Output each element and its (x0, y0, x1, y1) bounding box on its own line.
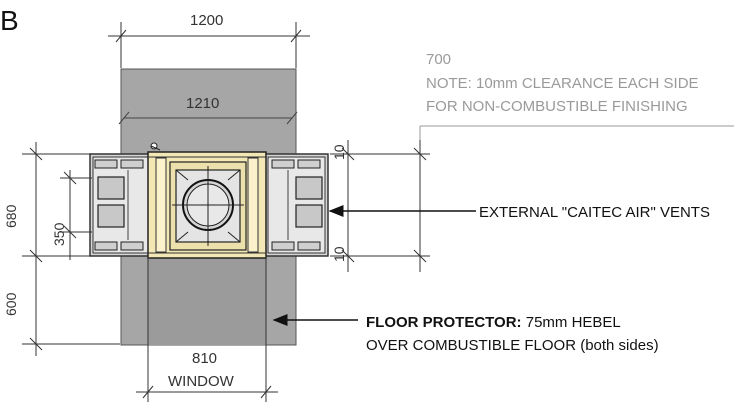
dimension-gap-bottom-label: 10 (331, 246, 347, 262)
dimension-front-depth-label: 600 (3, 292, 19, 316)
left-vent-module (92, 156, 150, 254)
floor-callout-line-2: OVER COMBUSTIBLE FLOOR (both sides) (366, 337, 659, 354)
window-opening-shade (148, 256, 266, 345)
dimension-top-width-label: 1200 (190, 12, 223, 29)
window-label: WINDOW (168, 373, 235, 390)
dimension-window-width-label: 810 (192, 350, 217, 367)
panel-letter: B (0, 5, 19, 36)
dimension-inner-height-label: 350 (51, 222, 67, 246)
dimension-left-heights (22, 142, 120, 356)
firebox (147, 142, 267, 259)
note-leader (419, 125, 734, 140)
dimension-inner-width (118, 111, 298, 125)
dimension-window-width (136, 256, 278, 402)
note-value: 700 (426, 51, 451, 68)
dimension-right-clearance (330, 140, 430, 272)
floor-callout-line-1: FLOOR PROTECTOR: 75mm HEBEL (366, 314, 621, 331)
note-line-1: NOTE: 10mm CLEARANCE EACH SIDE (426, 75, 699, 92)
dimension-top-width (108, 22, 310, 68)
vent-callout-label: EXTERNAL "CAITEC AIR" VENTS (479, 204, 710, 221)
floor-callout-bold: FLOOR PROTECTOR: (366, 314, 522, 331)
dimension-gap-top-label: 10 (331, 144, 347, 160)
dimension-total-height-label: 680 (3, 204, 19, 228)
right-vent-module (267, 156, 326, 254)
note-line-2: FOR NON-COMBUSTIBLE FINISHING (426, 98, 688, 115)
dimension-inner-width-label: 1210 (186, 95, 219, 112)
floor-callout-rest: 75mm HEBEL (522, 314, 621, 331)
